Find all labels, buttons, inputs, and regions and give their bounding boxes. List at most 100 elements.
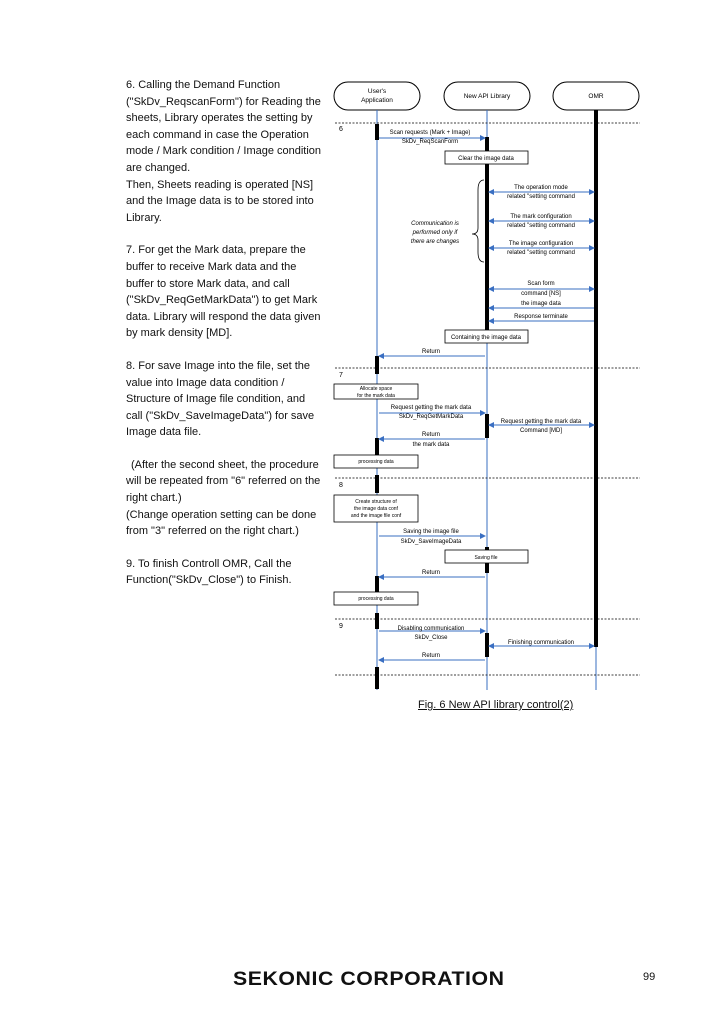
paragraph-step-8: 8. For save Image into the file, set the… [126, 358, 331, 441]
box-processing-1 [333, 454, 419, 469]
page-number: 99 [643, 971, 656, 983]
note-label: performed only if [412, 230, 459, 236]
footer-brand: SEKONIC CORPORATION [233, 969, 505, 990]
paragraph-step-6: 6. Calling the Demand Function ("SkDv_Re… [126, 77, 331, 226]
activation-user [375, 667, 379, 689]
msg-label: Saving the image file [403, 529, 459, 535]
activation-user [375, 356, 379, 374]
text-line: mode / Mark condition / Image condition [126, 145, 322, 158]
paragraph-repeat-note-cont: will be repeated from "6" referred on th… [126, 473, 331, 539]
actor-user-application: User's Application [333, 81, 421, 111]
section-number: 6 [339, 126, 343, 133]
text-line: 6. Calling the Demand Function [126, 79, 281, 91]
activation-user [375, 438, 379, 456]
text-line: (Change operation setting can be done [126, 508, 317, 521]
box-allocate [333, 383, 419, 400]
box-label: and the image file conf [351, 513, 402, 519]
text-line: from "3" referred on the right chart.) [126, 525, 299, 538]
left-text-column: 6. Calling the Demand Function ("SkDv_Re… [126, 77, 331, 589]
msg-label: The image configuration [509, 241, 573, 247]
msg-label: Request getting the mark data [501, 419, 582, 425]
note-label: there are changes [411, 239, 459, 245]
box-create-structure [333, 494, 419, 523]
actor-omr: OMR [552, 81, 640, 111]
text-line: call ("SkDv_SaveImageData") for save [126, 409, 315, 422]
text-line: buffer to receive Mark data and the [126, 260, 297, 273]
text-line: value into Image data condition / [126, 376, 285, 389]
box-label: processing data [358, 459, 394, 465]
msg-label: Return [422, 349, 440, 355]
box-label: Clear the image data [458, 156, 514, 162]
msg-label: related "setting command [507, 194, 575, 200]
text-line: and the Image data is to be stored into [126, 195, 314, 208]
note-label: Communication is [411, 221, 459, 227]
text-line: Library. [126, 211, 162, 224]
text-line: Then, Sheets reading is operated [NS] [126, 178, 314, 191]
paragraph-step-7: 7. For get the Mark data, prepare the bu… [126, 242, 331, 342]
text-line: each command in case the Operation [126, 128, 309, 141]
msg-label: Scan form [527, 281, 554, 287]
msg-label: The operation mode [514, 185, 568, 191]
text-line: by mark density [MD]. [126, 327, 233, 340]
box-label: for the mark data [357, 393, 395, 399]
msg-label: Response terminate [514, 314, 568, 320]
msg-label: Disabling communication [398, 626, 465, 632]
msg-label: Return [422, 653, 440, 659]
box-processing-2 [333, 591, 419, 606]
text-line: ("SkDv_ReqscanForm") for Reading the [126, 95, 321, 108]
box-label: Containing the image data [451, 335, 522, 341]
text-line: ("SkDv_ReqGetMarkData") to get Mark [126, 294, 318, 307]
activation-library [485, 414, 489, 438]
curly-brace [471, 179, 485, 263]
paragraph-step-9: 9. To finish Controll OMR, Call the Func… [126, 556, 331, 589]
section-number: 8 [339, 482, 343, 489]
text-line: 9. To finish Controll OMR, Call the [126, 557, 292, 570]
box-label: the image data conf [354, 506, 399, 512]
activation-user [375, 576, 379, 592]
text-line: 7. For get the Mark data, prepare the [126, 244, 306, 257]
box-label: Saving file [474, 555, 497, 561]
msg-label: SkDv_SaveImageData [401, 539, 462, 545]
activation-library [485, 633, 489, 657]
text-line: buffer to store Mark data, and call [126, 277, 290, 290]
msg-label: SkDv_ReqGetMarkData [399, 414, 464, 420]
actor-user-label: Application [361, 97, 393, 104]
box-label: processing data [358, 596, 394, 602]
actor-new-api-library: New API Library [443, 81, 531, 111]
activation-user [375, 613, 379, 629]
msg-label: Return [422, 432, 440, 438]
msg-label: command [NS] [521, 291, 561, 297]
msg-label: related "setting command [507, 250, 575, 256]
section-number: 7 [339, 372, 343, 379]
box-saving-file [444, 549, 529, 564]
msg-label: Scan requests (Mark + Image) [390, 130, 471, 136]
msg-label: SkDv_Close [414, 635, 448, 641]
actor-omr-label: OMR [588, 93, 603, 100]
text-line: are changed. [126, 161, 191, 174]
text-line: Structure of Image file condition, and [126, 393, 306, 406]
section-separators [335, 122, 640, 676]
box-containing-image [444, 329, 529, 344]
activation-user [375, 124, 379, 140]
msg-label: the mark data [413, 442, 450, 448]
figure-caption: Fig. 6 New API library control(2) [418, 699, 574, 711]
actor-library-label: New API Library [464, 93, 511, 100]
msg-label: Return [422, 570, 440, 576]
msg-label: Finishing communication [508, 640, 574, 646]
msg-label: SkDv_ReqScanForm [402, 139, 458, 145]
text-line: data. Library will respond the data give… [126, 310, 321, 323]
box-label: Create structure of [355, 499, 397, 505]
box-label: Allocate space [360, 386, 393, 392]
msg-label: The mark configuration [510, 214, 571, 220]
text-line: (After the second sheet, the procedure [131, 458, 319, 471]
activation-user [375, 475, 379, 493]
text-line: Image data file. [126, 426, 202, 439]
text-line: will be repeated from "6" referred on th… [126, 475, 321, 488]
activation-omr [594, 110, 598, 647]
text-line: Function("SkDv_Close") to Finish. [126, 574, 292, 587]
box-clear-image [444, 150, 529, 165]
text-line: sheets, Library operates the setting by [126, 112, 313, 125]
msg-label: related "setting command [507, 223, 575, 229]
actor-user-label: User's [368, 88, 387, 95]
